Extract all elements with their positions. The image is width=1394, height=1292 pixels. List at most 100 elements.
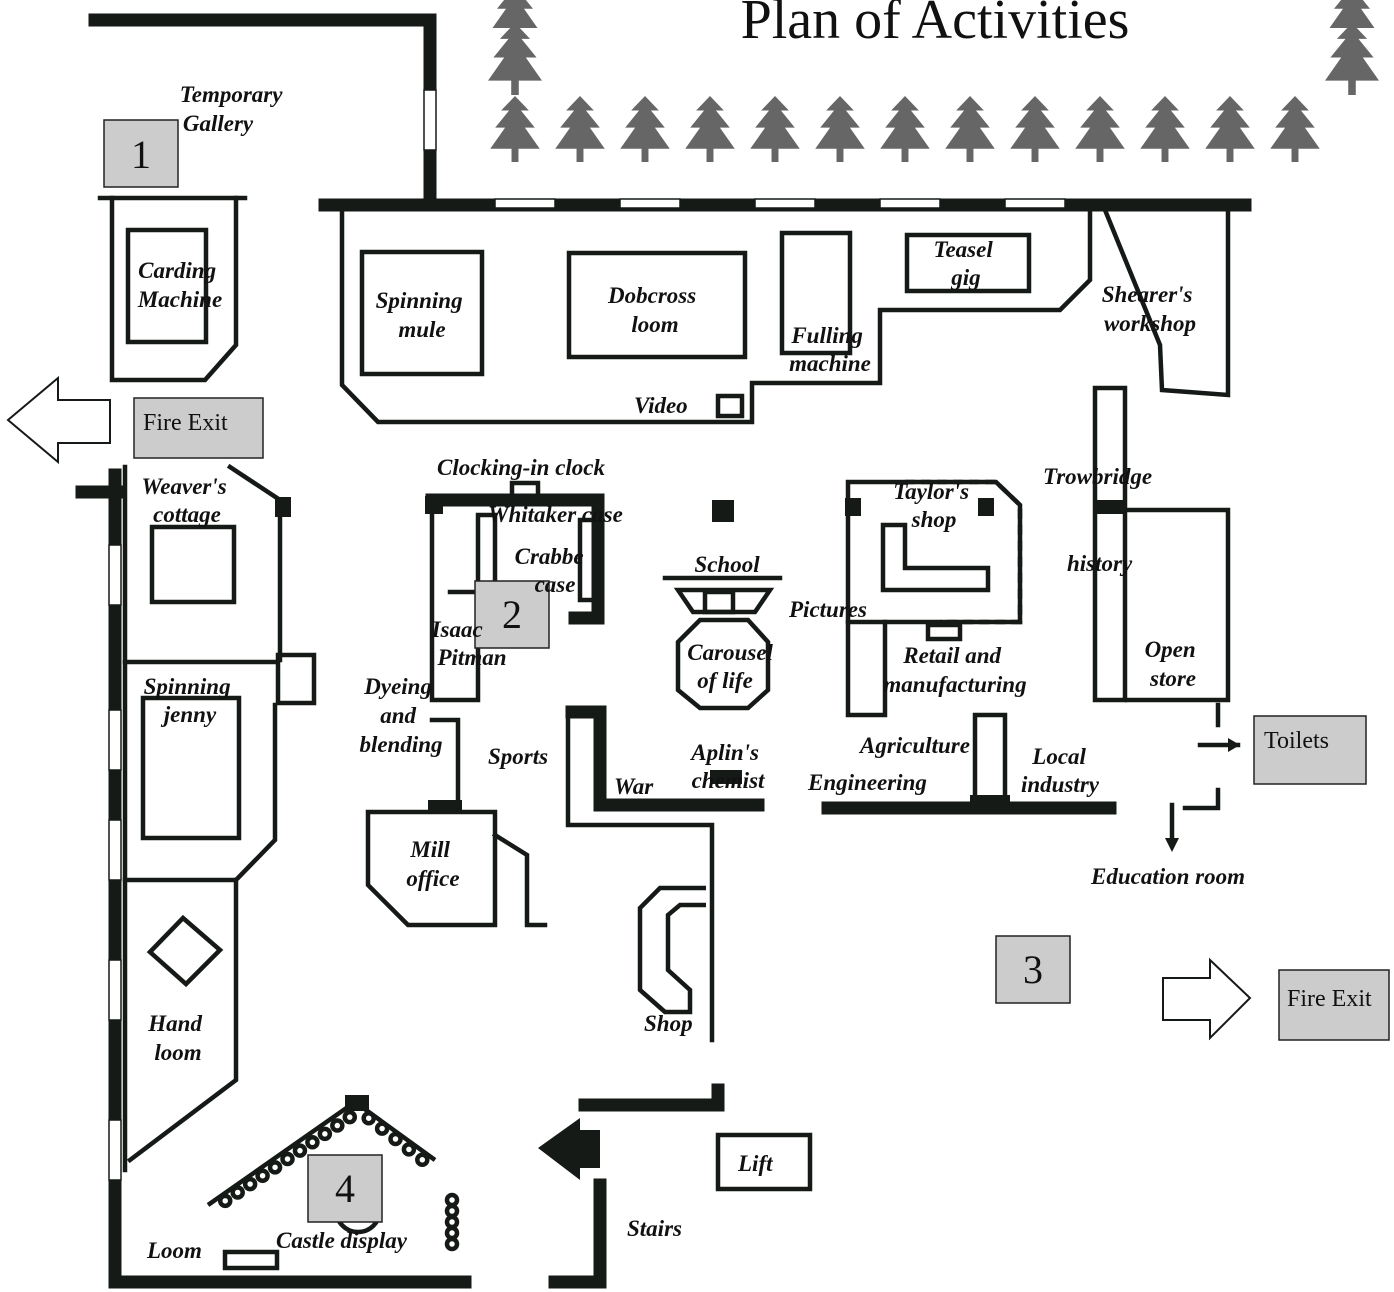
spinning-jenny-label: Spinning jenny — [144, 674, 237, 727]
left-exit-arrow-icon — [6, 375, 111, 465]
retail-manufacturing-label: Retail and manufacturing — [883, 643, 1026, 697]
window — [494, 198, 556, 209]
taylors-shop-label: Taylor's shop — [893, 479, 975, 532]
wall-block — [275, 497, 291, 517]
shearers-workshop-label: Shearer's workshop — [1102, 282, 1199, 336]
tree-icon — [685, 96, 735, 162]
mill-office-door — [491, 831, 548, 928]
marker-1-label: 1 — [131, 132, 151, 177]
taylors-shop-counter — [880, 522, 991, 593]
trowbridge-history-label: Trowbridge history — [1043, 464, 1158, 576]
carding-machine-label: Carding Machine — [137, 258, 222, 312]
retail-case — [925, 622, 963, 642]
scallop — [444, 1192, 460, 1208]
stairs-arrow-icon — [538, 1118, 600, 1180]
crabbe-case-cabinet — [577, 517, 601, 603]
sports-war-wall — [565, 709, 715, 1043]
hand-loom-machine — [146, 914, 224, 988]
tree-icon — [1140, 96, 1190, 162]
tree-icon — [490, 96, 540, 162]
education-arrow-head — [1165, 838, 1179, 852]
carousel-of-life — [675, 617, 771, 711]
scallop — [305, 1135, 320, 1150]
open-store-label: Open store — [1145, 637, 1202, 691]
right-exit-arrow-icon — [1162, 957, 1252, 1041]
window — [108, 959, 122, 1021]
scallop — [444, 1203, 460, 1219]
toilets-sign: Toilets — [1253, 715, 1367, 785]
scallop — [388, 1131, 403, 1147]
marker-3-label: 3 — [1023, 947, 1043, 992]
map-title: Plan of Activities — [741, 0, 1130, 51]
window — [619, 198, 681, 209]
tree-icon — [945, 96, 995, 162]
pillar — [712, 500, 734, 522]
dyeing-booth — [429, 717, 461, 813]
tree-icon — [620, 96, 670, 162]
wall-block — [845, 498, 861, 516]
carding-booth — [97, 195, 248, 383]
tree-icon — [1325, 23, 1379, 95]
cottage-furniture — [149, 524, 237, 605]
lift-stairs — [538, 1118, 813, 1192]
agriculture-pillar — [972, 712, 1008, 808]
window — [108, 1119, 122, 1181]
castle-display-label: Castle display — [276, 1228, 408, 1253]
wall-block — [710, 770, 742, 784]
scallop — [361, 1110, 376, 1126]
scallop — [415, 1152, 430, 1168]
teasel-gig-label: Teasel gig — [934, 237, 999, 290]
pictures-label: Pictures — [788, 597, 867, 622]
school-label: School — [694, 552, 760, 577]
lift-box — [715, 1132, 813, 1192]
fire-exit-right-text: Fire Exit — [1287, 986, 1372, 1012]
alcove — [275, 652, 317, 706]
spinning-jenny-machine — [140, 695, 242, 841]
wall-block — [1093, 500, 1127, 514]
teasel-gig-machine — [904, 232, 1032, 294]
open-store — [1124, 507, 1231, 703]
window — [108, 709, 122, 771]
war-wall — [565, 705, 765, 812]
scallop — [230, 1185, 245, 1200]
tree-icon — [1075, 96, 1125, 162]
tree-icon — [488, 23, 542, 95]
marker-4-label: 4 — [335, 1166, 355, 1211]
hand-loom-wall — [126, 877, 239, 1164]
window — [879, 198, 941, 209]
fulling-machine-label: Fulling machine — [789, 323, 871, 376]
scallop — [292, 1143, 308, 1158]
school-desk — [673, 587, 775, 615]
wall-block — [425, 496, 443, 514]
right-exhibits — [821, 479, 1241, 852]
video-label: Video — [634, 393, 688, 418]
spinning-mule-machine — [359, 249, 485, 377]
crabbe-case-label: Crabbe case — [515, 544, 590, 597]
wall-block — [978, 498, 994, 516]
tree-icon — [880, 96, 930, 162]
mill-office-room — [365, 809, 498, 928]
tree-icon — [1270, 96, 1320, 162]
upper-gallery-outline — [339, 207, 1093, 425]
loom-bench — [222, 1249, 280, 1271]
isaac-pitman-label: Isaac Pitman — [431, 617, 507, 670]
tree-border — [488, 0, 1379, 162]
aplins-chemist-label: Aplin's chemist — [689, 740, 765, 793]
clocking-in-clock-label: Clocking-in clock — [437, 455, 606, 480]
scallop — [342, 1109, 358, 1125]
marker-3: 3 — [995, 935, 1071, 1004]
toilets-arrow-head — [1228, 738, 1240, 752]
toilets-text: Toilets — [1264, 728, 1329, 754]
shearers-workshop-outline — [1102, 207, 1231, 398]
tree-icon — [555, 96, 605, 162]
area-labels: Temporary Gallery Carding Machine Spinni… — [137, 82, 1245, 1263]
spinning-jenny-wall — [122, 702, 278, 883]
engineering-label: Engineering — [807, 770, 927, 795]
shop-label: Shop — [644, 1011, 693, 1036]
window — [108, 819, 122, 881]
tree-icon — [815, 96, 865, 162]
carding-outline — [109, 195, 239, 383]
scallop — [401, 1142, 417, 1157]
toilet-corner — [1182, 787, 1221, 811]
